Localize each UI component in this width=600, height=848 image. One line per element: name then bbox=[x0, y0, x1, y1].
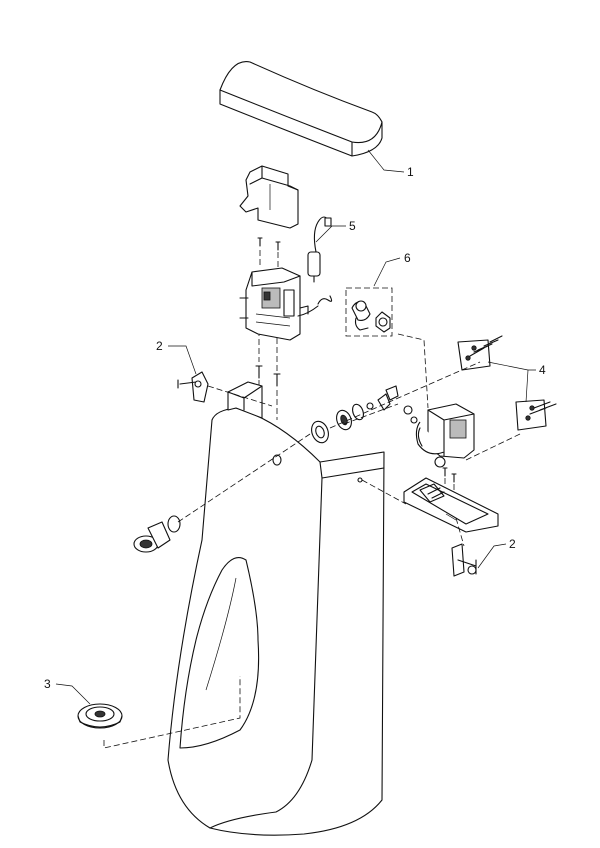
callout-2-upper: 2 bbox=[156, 339, 163, 353]
fitting-group-part bbox=[345, 287, 393, 337]
solenoid-valve-part bbox=[415, 403, 475, 468]
sensor-housing-part bbox=[239, 165, 299, 229]
callout-2-lower: 2 bbox=[509, 537, 516, 551]
callout-5: 5 bbox=[349, 219, 356, 233]
front-nozzle-part bbox=[133, 515, 181, 553]
diagonal-assembly-lines bbox=[103, 333, 521, 749]
top-cover-part bbox=[219, 61, 383, 157]
wall-plate-upper bbox=[457, 335, 503, 371]
bracket-right-part bbox=[451, 543, 477, 577]
sensor-cable-part bbox=[307, 216, 332, 283]
callout-4: 4 bbox=[539, 363, 546, 377]
callout-leader-lines bbox=[55, 149, 536, 705]
callout-6: 6 bbox=[404, 251, 411, 265]
callout-labels: 1 2 2 3 4 5 6 bbox=[44, 165, 546, 691]
bracket-left-part bbox=[177, 371, 209, 403]
urinal-body-part bbox=[167, 381, 385, 836]
drip-tray-part bbox=[403, 477, 499, 533]
control-module-part bbox=[239, 267, 333, 341]
valve-fittings-chain bbox=[311, 385, 418, 444]
callout-3: 3 bbox=[44, 677, 51, 691]
drain-cover-part bbox=[77, 703, 123, 729]
wall-plate-lower bbox=[515, 399, 557, 431]
callout-1: 1 bbox=[407, 165, 414, 179]
screws bbox=[255, 237, 457, 483]
